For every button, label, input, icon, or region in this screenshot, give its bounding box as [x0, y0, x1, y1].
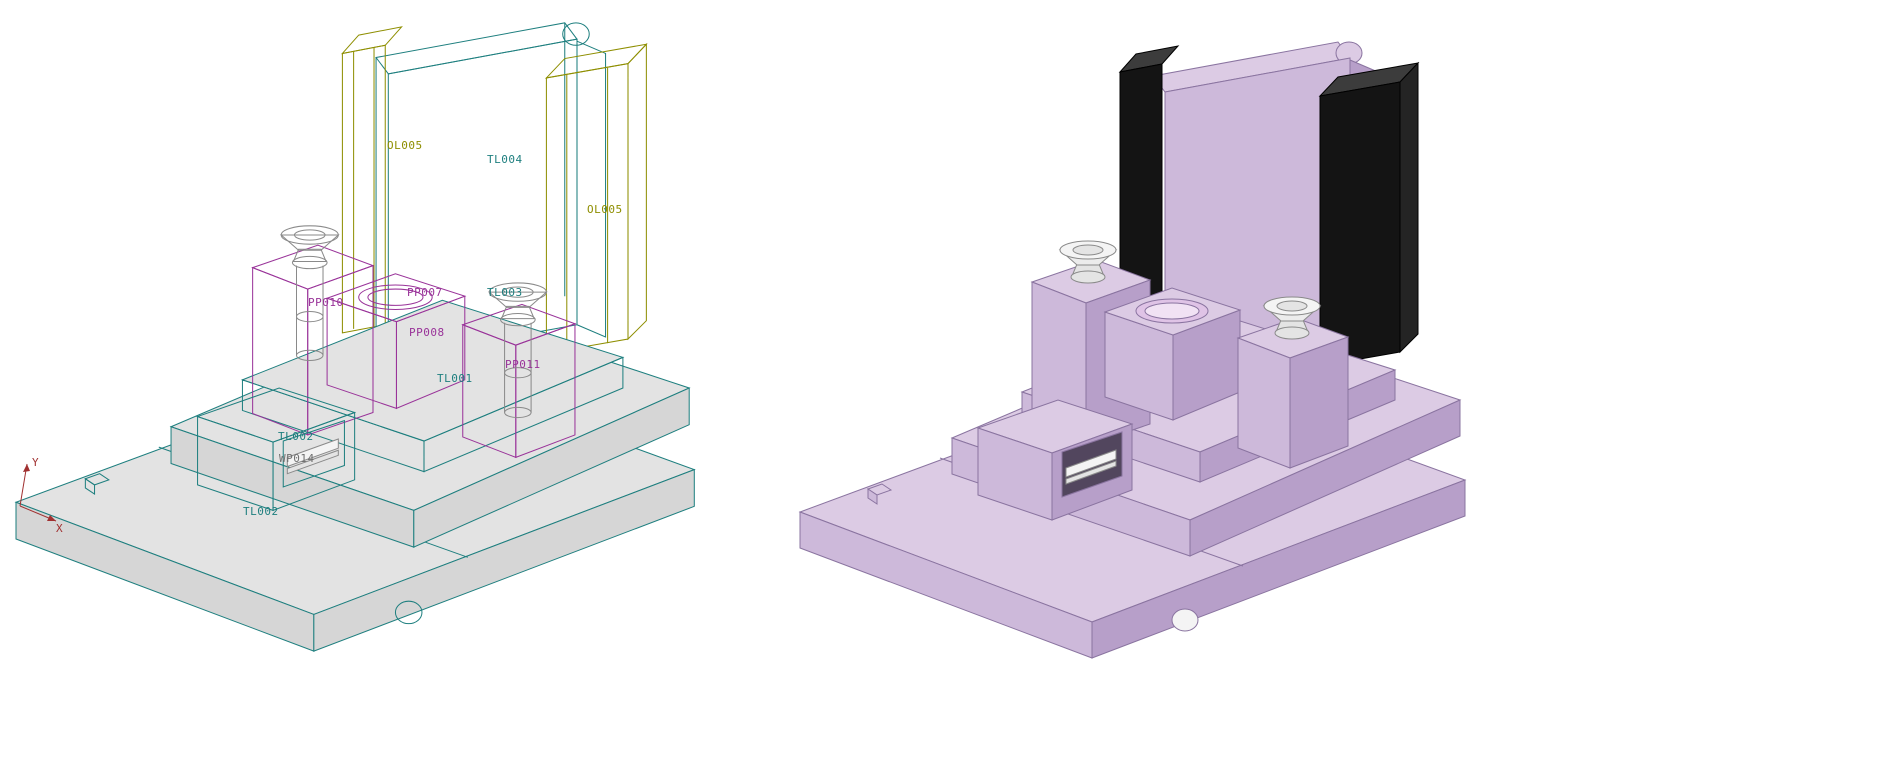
wire-pocket-top [325, 273, 467, 323]
solid-right-cup-base [1274, 326, 1310, 340]
part-label-tl002-b: TL002 [243, 505, 279, 518]
solid-base-notch [1171, 608, 1199, 632]
solid-tier2-front-right [1189, 399, 1461, 557]
solid-right-tower-left [1237, 337, 1291, 469]
shaded-view[interactable] [798, 41, 1467, 659]
solid-black-right-side [1399, 61, 1419, 354]
wire-pocket-oval-inner [367, 288, 424, 306]
wire-left-cup-top [280, 225, 339, 245]
part-label-wp014: WP014 [279, 452, 315, 465]
wire-right-cup-stem [500, 305, 535, 320]
solid-black-right-front [1319, 81, 1401, 367]
wire-black-left-front [341, 44, 386, 334]
y-axis-label: Y [32, 456, 39, 469]
wire-black-left-top [341, 26, 403, 55]
solid-workpiece-tray-upper [1065, 449, 1117, 478]
wire-pocket-oval [358, 284, 433, 310]
solid-right-cup-hole [1276, 300, 1308, 312]
x-axis-arrowhead [47, 515, 56, 521]
axis-triad: Y X [19, 456, 63, 535]
wire-plinth-front-right [423, 356, 624, 473]
wire-left-tower-right [307, 264, 374, 436]
wire-base-tab-side [84, 477, 96, 496]
wire-left-pin-bottom [295, 349, 324, 361]
wire-right-pin-mid [504, 367, 532, 379]
solid-workpiece-tray-lower [1065, 460, 1117, 485]
part-label-ol005-a: OL005 [387, 139, 423, 152]
wire-left-cup-base [291, 255, 328, 270]
part-label-tl003: TL003 [487, 286, 523, 299]
wire-right-cup-cone [487, 291, 548, 308]
wire-right-cup-base [499, 313, 536, 327]
wire-column-front [387, 38, 578, 361]
part-label-tl002-a: TL002 [278, 430, 314, 443]
solid-pocket-oval-inner [1144, 302, 1200, 320]
wire-slot-opening [282, 419, 345, 488]
solid-base-tab-side [867, 488, 878, 505]
wire-left-tower-top [251, 244, 375, 290]
part-label-ol005-b: OL005 [587, 203, 623, 216]
wire-left-cup-hole [293, 229, 326, 241]
solid-left-cup-base [1070, 270, 1106, 284]
wire-column-top [375, 22, 578, 75]
wire-right-cup-hole [502, 286, 534, 298]
wire-tier2-front-right [413, 387, 690, 548]
wire-column-nub [562, 22, 590, 46]
wire-right-pin-bottom [504, 406, 532, 419]
part-label-pp011: PP011 [505, 358, 541, 371]
wire-base-notch [394, 600, 423, 625]
wire-workpiece-tray-upper [286, 438, 339, 468]
wireframe-view[interactable] [14, 22, 696, 652]
part-label-pp010: PP010 [308, 296, 344, 309]
wire-left-pin-mid [295, 310, 324, 323]
wire-right-cup-top [488, 282, 547, 302]
wire-right-tower-right [515, 323, 576, 459]
wire-black-right-side [627, 42, 647, 341]
wire-base-front-right [313, 468, 695, 652]
part-label-pp007: PP007 [407, 286, 443, 299]
y-axis-arrowhead [23, 464, 30, 472]
wire-left-cup-stem [292, 248, 327, 263]
part-label-tl001: TL001 [437, 372, 473, 385]
wire-slot-block-right [272, 411, 356, 512]
wire-column-right [576, 40, 607, 338]
part-label-pp008: PP008 [409, 326, 445, 339]
solid-left-cup-hole [1072, 244, 1104, 256]
x-axis-label: X [56, 522, 63, 535]
solid-right-tower-right [1289, 336, 1349, 469]
wire-left-cup-cone [279, 234, 340, 251]
wire-workpiece-tray-lower [286, 449, 339, 475]
part-label-tl004: TL004 [487, 153, 523, 166]
